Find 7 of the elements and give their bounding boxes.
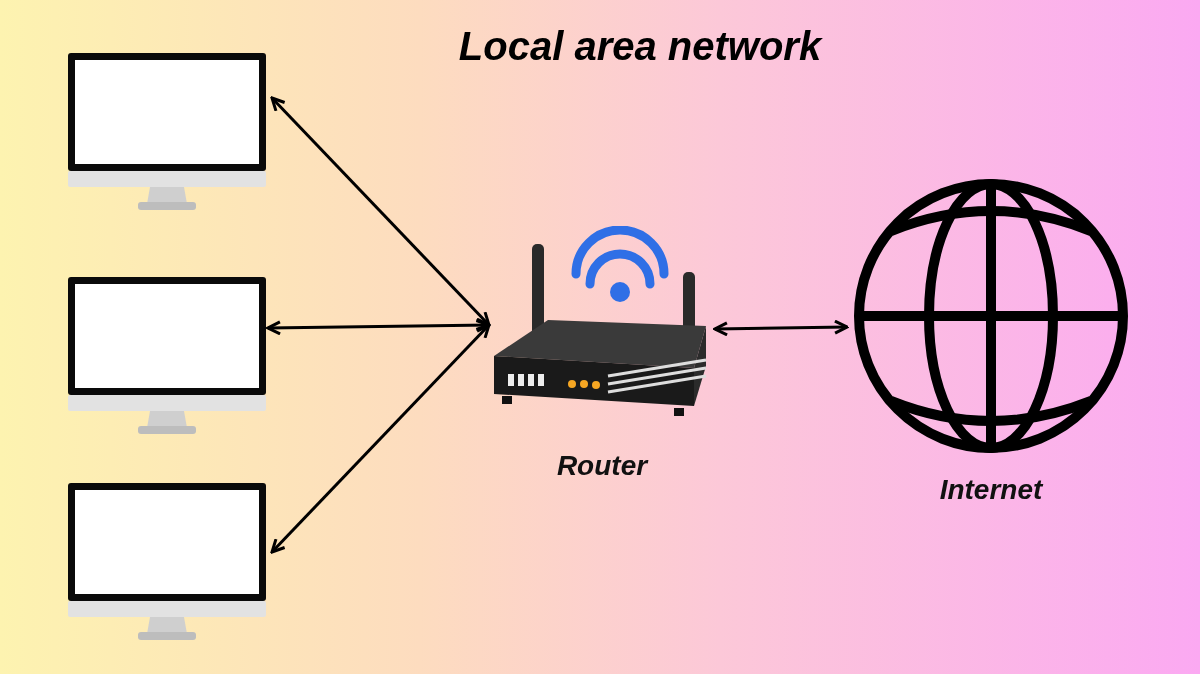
node-label: Internet <box>939 474 1043 506</box>
double-arrow <box>713 319 849 337</box>
double-arrow <box>266 317 491 336</box>
title: Local area network <box>457 24 824 69</box>
double-arrow <box>270 96 491 327</box>
double-arrow <box>270 323 491 554</box>
node-label: Router <box>556 450 648 482</box>
